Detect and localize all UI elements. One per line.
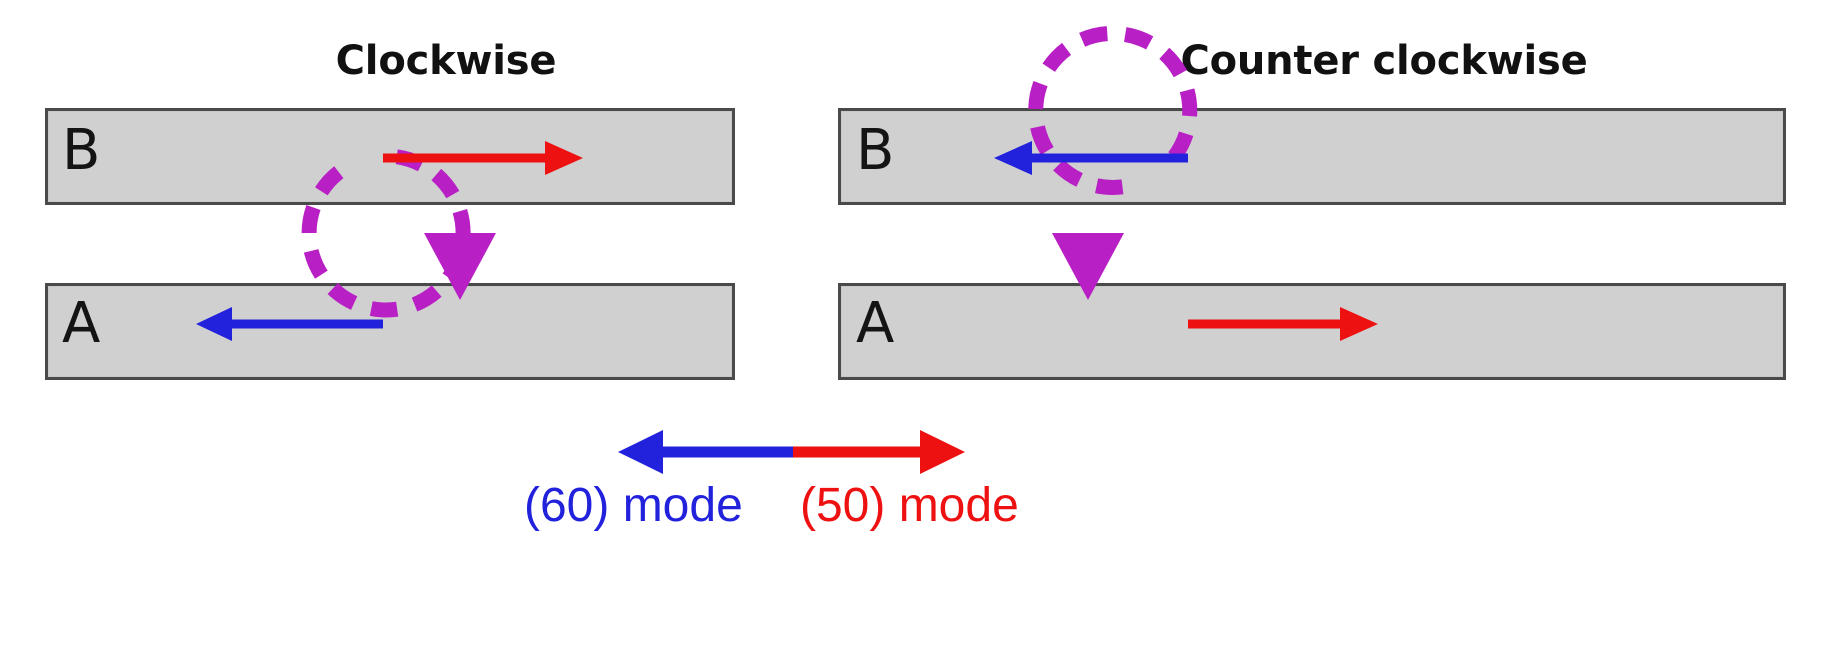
bar-counter-clockwise-B (838, 108, 1786, 205)
bar-clockwise-A (45, 283, 735, 380)
bar-label-counter-clockwise-B: B (856, 118, 895, 183)
panel-title-counter-clockwise: Counter clockwise (1180, 38, 1588, 84)
bar-label-clockwise-B: B (62, 118, 101, 183)
bar-clockwise-B (45, 108, 735, 205)
bar-counter-clockwise-A (838, 283, 1786, 380)
legend-label-60-mode: (60) mode (524, 479, 743, 532)
legend-arrow (618, 430, 965, 474)
bar-label-clockwise-A: A (62, 291, 101, 356)
bar-label-counter-clockwise-A: A (856, 291, 895, 356)
panel-title-clockwise: Clockwise (335, 38, 557, 84)
legend-label-50-mode: (50) mode (800, 479, 1019, 532)
